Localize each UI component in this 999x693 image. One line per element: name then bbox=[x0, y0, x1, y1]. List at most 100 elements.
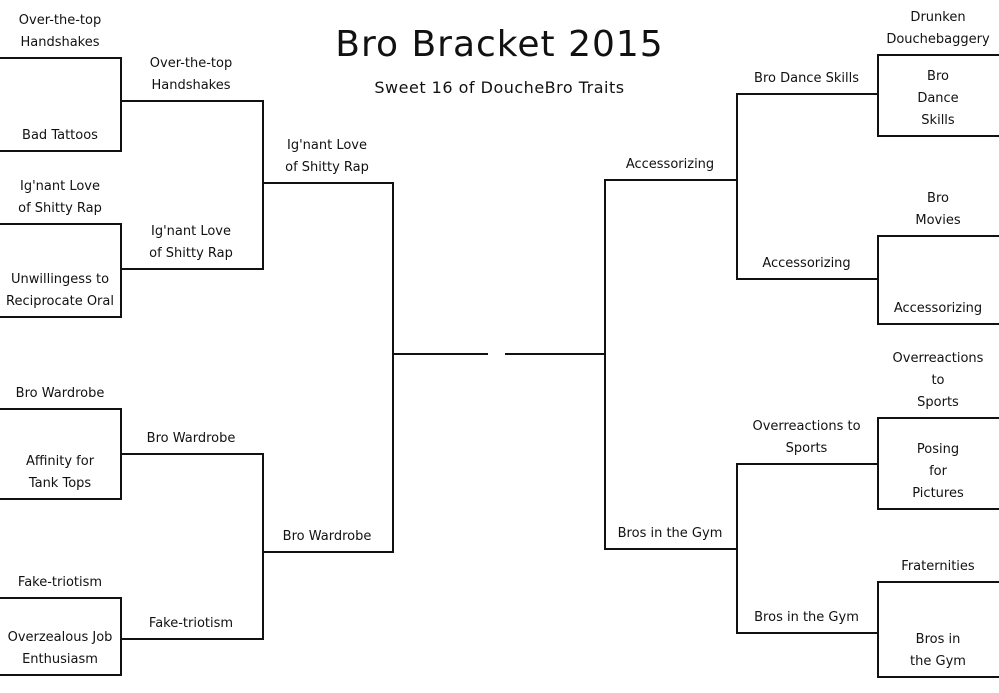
right-round1-team-label-line: Bro Movies bbox=[915, 191, 961, 228]
right-round1-team-label: Bros in the Gym bbox=[908, 629, 969, 673]
right-round1-team-label-line: Bros in the Gym bbox=[910, 632, 966, 669]
left-round1-slot-line bbox=[0, 223, 120, 225]
left-round1-slot-line bbox=[0, 674, 120, 676]
left-round1-team-label: Bad Tattoos bbox=[22, 125, 98, 147]
left-round1-team-label: Fake-triotism bbox=[18, 572, 102, 594]
left-round1-team-label-line: Handshakes bbox=[20, 35, 100, 50]
left-round3-team-label: Bro Wardrobe bbox=[283, 526, 372, 548]
right-round1-connector bbox=[877, 417, 879, 510]
left-round2-team-label-line: Handshakes bbox=[151, 78, 231, 93]
left-round2-slot-line bbox=[120, 638, 262, 640]
left-round2-team-label-line: Bro Wardrobe bbox=[146, 431, 236, 446]
right-round1-team-label: Bro Movies bbox=[908, 188, 969, 232]
right-round1-slot-line bbox=[877, 676, 999, 678]
left-round2-connector bbox=[262, 453, 264, 640]
right-round2-team-label-line: Accessorizing bbox=[762, 256, 851, 271]
right-round3-team-label-line: Accessorizing bbox=[625, 157, 715, 172]
left-round1-team-label-line: Overzealous Job bbox=[7, 630, 113, 645]
right-round1-team-label-line: Sports bbox=[917, 395, 959, 410]
right-round1-connector bbox=[877, 235, 879, 325]
left-round1-team-label-line: Bad Tattoos bbox=[22, 128, 98, 143]
left-round2-team-label-line: Ig'nant Love bbox=[150, 224, 231, 239]
left-round2-team-label-line: Over-the-top bbox=[149, 56, 233, 71]
right-round2-slot-line bbox=[736, 278, 877, 280]
left-round2-slot-line bbox=[120, 100, 262, 102]
right-round2-team-label-line: Overreactions to bbox=[752, 419, 861, 434]
left-round1-connector bbox=[120, 57, 122, 152]
right-round1-slot-line bbox=[877, 235, 999, 237]
left-round1-connector bbox=[120, 597, 122, 676]
right-round1-slot-line bbox=[877, 323, 999, 325]
left-round2-team-label: Fake-triotism bbox=[149, 613, 233, 635]
left-round2-team-label: Ig'nant Love of Shitty Rap bbox=[149, 221, 233, 265]
left-round1-team-label: Bro Wardrobe bbox=[16, 383, 105, 405]
left-round3-connector bbox=[392, 182, 394, 553]
right-round2-team-label: Bros in the Gym bbox=[754, 607, 859, 629]
right-round1-team-label-line: Drunken bbox=[910, 10, 966, 25]
right-round1-team-label: Accessorizing bbox=[894, 298, 982, 320]
left-final-line bbox=[392, 353, 488, 355]
right-round2-team-label-line: Bros in the Gym bbox=[754, 610, 859, 625]
left-round1-slot-line bbox=[0, 150, 120, 152]
left-round3-team-label-line: Bro Wardrobe bbox=[282, 529, 372, 544]
right-round3-team-label-line: Bros in the Gym bbox=[617, 526, 723, 541]
right-round2-slot-line bbox=[736, 463, 877, 465]
right-round1-team-label-line: Accessorizing bbox=[893, 301, 983, 316]
bracket-subtitle: Sweet 16 of DoucheBro Traits bbox=[374, 78, 625, 97]
right-round2-team-label: Overreactions to Sports bbox=[752, 416, 860, 460]
right-round1-team-label-line: Bro Dance Skills bbox=[917, 69, 959, 128]
left-round3-slot-line bbox=[262, 182, 392, 184]
left-round2-slot-line bbox=[120, 268, 262, 270]
left-round1-team-label-line: Ig'nant Love bbox=[19, 179, 100, 194]
left-round1-connector bbox=[120, 223, 122, 318]
right-round2-team-label: Bro Dance Skills bbox=[754, 68, 859, 90]
right-round1-slot-line bbox=[877, 508, 999, 510]
left-round1-team-label-line: Tank Tops bbox=[28, 476, 92, 491]
right-round1-slot-line bbox=[877, 417, 999, 419]
left-round1-team-label-line: Affinity for bbox=[25, 454, 95, 469]
left-round1-team-label-line: Unwillingess to bbox=[10, 272, 110, 287]
right-round1-connector bbox=[877, 581, 879, 678]
right-round1-team-label: Fraternities bbox=[901, 556, 974, 578]
left-round2-connector bbox=[262, 100, 264, 270]
left-round3-team-label-line: of Shitty Rap bbox=[285, 160, 369, 175]
right-round2-team-label-line: Sports bbox=[785, 441, 828, 456]
right-round3-team-label: Bros in the Gym bbox=[618, 523, 723, 545]
left-round2-team-label-line: of Shitty Rap bbox=[149, 246, 233, 261]
right-round2-team-label-line: Bro Dance Skills bbox=[754, 71, 859, 86]
right-round2-team-label: Accessorizing bbox=[762, 253, 850, 275]
left-round1-team-label-line: Fake-triotism bbox=[17, 575, 103, 590]
left-round1-team-label-line: Enthusiasm bbox=[22, 652, 98, 667]
left-round3-team-label-line: Ig'nant Love bbox=[286, 138, 367, 153]
right-round1-team-label-line: Douchebaggery bbox=[886, 32, 990, 47]
right-round2-connector bbox=[736, 93, 738, 280]
right-final-line bbox=[505, 353, 604, 355]
right-round3-connector bbox=[604, 179, 606, 550]
right-round1-team-label-line: Overreactions to bbox=[892, 351, 984, 388]
right-round2-slot-line bbox=[736, 93, 877, 95]
left-round1-team-label: Ig'nant Love of Shitty Rap bbox=[18, 176, 102, 220]
left-round3-slot-line bbox=[262, 551, 392, 553]
right-round1-team-label: Bro Dance Skills bbox=[908, 66, 969, 132]
right-round2-slot-line bbox=[736, 632, 877, 634]
left-round2-team-label: Bro Wardrobe bbox=[147, 428, 236, 450]
left-round2-slot-line bbox=[120, 453, 262, 455]
right-round1-slot-line bbox=[877, 135, 999, 137]
left-round1-team-label-line: of Shitty Rap bbox=[18, 201, 102, 216]
right-round1-slot-line bbox=[877, 54, 999, 56]
right-round3-slot-line bbox=[604, 179, 736, 181]
left-round1-slot-line bbox=[0, 498, 120, 500]
right-round3-team-label: Accessorizing bbox=[626, 154, 714, 176]
left-round1-team-label-line: Bro Wardrobe bbox=[15, 386, 105, 401]
right-round1-slot-line bbox=[877, 581, 999, 583]
right-round2-connector bbox=[736, 463, 738, 634]
left-round3-team-label: Ig'nant Love of Shitty Rap bbox=[285, 135, 369, 179]
